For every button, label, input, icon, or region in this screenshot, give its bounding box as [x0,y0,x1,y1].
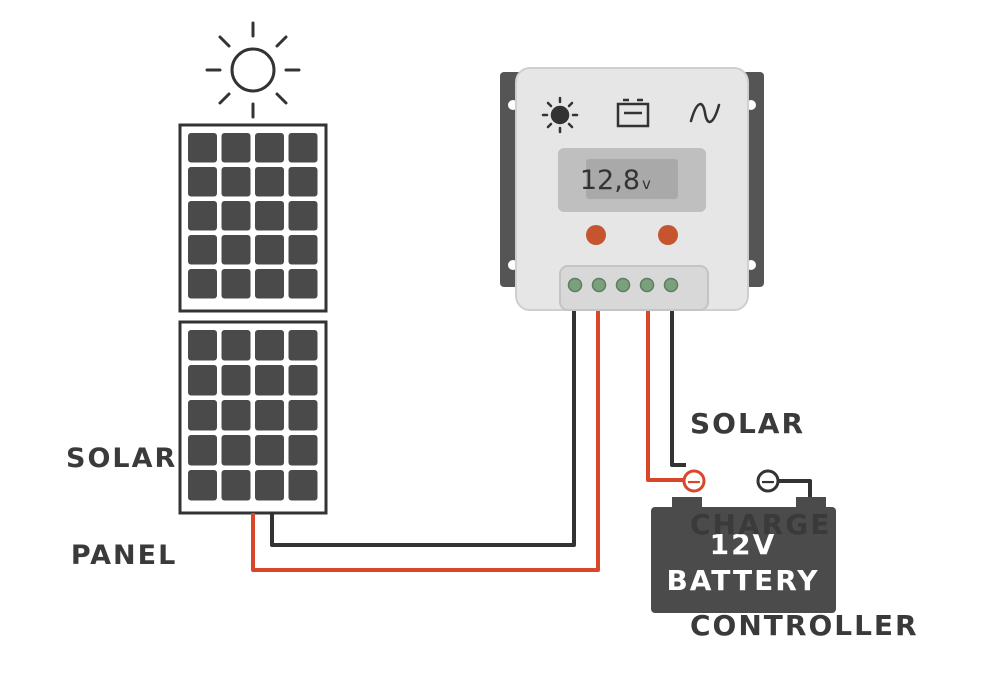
panel-cell [288,235,318,265]
panel-cell [255,269,284,299]
panel-cell [188,235,217,265]
solar-panel-label-line1: SOLAR [66,442,178,474]
charge-controller-label-line1: SOLAR [690,407,806,441]
charge-controller-label: SOLAR CHARGE CONTROLLER [690,340,919,676]
battery: − − 12V BATTERY [651,469,836,613]
panel-cell [255,435,284,466]
solar-panel-label-line2: PANEL [70,539,178,571]
terminal-screw [591,277,607,293]
panel-cell [188,330,217,361]
panel-cell [188,470,217,501]
terminal-block [559,265,709,311]
wire-battery-positive [646,310,693,482]
panel-cell [255,235,284,265]
panel-cell [255,400,284,431]
panel-cell [255,201,284,231]
battery-type-label: BATTERY [666,564,819,597]
solar-panel [178,123,328,515]
battery-terminal-right-sign: − [760,471,776,493]
battery-post-right [796,497,826,509]
panel-cell [221,167,251,197]
terminal-screw [615,277,631,293]
panel-cell [188,133,217,163]
panel-cell [255,365,284,396]
panel-cell [221,330,251,361]
controller-button-right [658,225,678,245]
terminal-screw [639,277,655,293]
panel-cell [188,400,217,431]
panel-cell [221,470,251,501]
panel-cell [188,365,217,396]
charge-controller-label-line3: CONTROLLER [690,608,919,642]
battery-terminal-left-sign: − [686,471,702,493]
battery-terminal-left [682,469,706,493]
panel-cell [288,167,318,197]
solar-status-icon [541,96,579,134]
panel-cell [255,167,284,197]
solar-panel-label: SOLAR PANEL [66,378,177,605]
battery-terminal-right [756,469,780,493]
panel-cell [255,470,284,501]
sun-icon [205,21,301,119]
charge-controller-label-line2: CHARGE [690,507,832,541]
controller-button-left [586,225,606,245]
display-screen [586,159,678,199]
panel-cell [221,435,251,466]
display-unit: v [642,175,651,193]
panel-cell [288,470,318,501]
panel-cell [221,269,251,299]
panel-cell [288,133,318,163]
battery-voltage-label: 12V [710,528,777,561]
display-voltage: 12,8 [580,165,640,196]
panel-cell [221,400,251,431]
panel-cells-upper [188,133,318,299]
ac-wave-icon [689,103,721,123]
wire-battery-negative [670,310,686,467]
wire-panel-positive [251,310,600,572]
battery-body [651,507,836,613]
panel-cell [288,330,318,361]
panel-cell [288,269,318,299]
panel-cell [255,330,284,361]
panel-cell [221,365,251,396]
controller-terminals [567,277,679,293]
panel-cells-lower [188,330,318,501]
panel-cell [221,235,251,265]
terminal-screw [663,277,679,293]
panel-cell [255,133,284,163]
panel-cell [288,400,318,431]
panel-cell [221,201,251,231]
panel-cell [188,167,217,197]
panel-cell [288,435,318,466]
wire-panel-negative [270,310,576,547]
panel-cell [221,133,251,163]
panel-cell [188,201,217,231]
panel-cell [188,269,217,299]
panel-cell [288,201,318,231]
panel-cell [288,365,318,396]
battery-post-left [672,497,702,509]
terminal-screw [567,277,583,293]
charge-controller: 12,8 v [500,67,764,311]
panel-cell [188,435,217,466]
battery-icon [616,98,650,128]
